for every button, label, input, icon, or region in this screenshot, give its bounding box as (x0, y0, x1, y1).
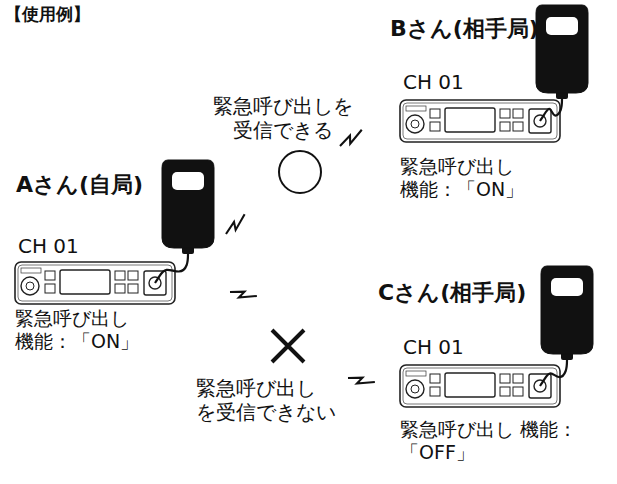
radio-b (400, 100, 560, 142)
microphone-b (536, 5, 588, 121)
microphone-c (540, 266, 593, 386)
radio-wave (229, 285, 256, 304)
mic-cord (540, 97, 562, 121)
station-name: Cさん(相手局) (378, 280, 598, 306)
microphone-a (155, 160, 214, 283)
title: 【使用例】 (5, 4, 155, 24)
function-state: 緊急呼び出し 機能：「OFF」 (400, 418, 590, 464)
result-note: 緊急呼び出し を受信できない (196, 376, 371, 424)
function-state: 緊急呼び出し 機能：「ON」 (15, 307, 190, 353)
station-name: Bさん(相手局) (390, 16, 610, 42)
mic-cord (540, 358, 567, 386)
ok-mark (279, 151, 321, 193)
station-name: Aさん(自局) (16, 172, 166, 198)
ng-mark (272, 330, 304, 362)
function-state: 緊急呼び出し 機能：「ON」 (400, 155, 575, 201)
result-note: 緊急呼び出しを 受信できる (200, 94, 365, 142)
radio-wave (222, 214, 249, 235)
channel-label: CH 01 (403, 335, 523, 359)
radio-wave (337, 130, 365, 147)
radio-c (400, 365, 560, 407)
radio-a (15, 262, 175, 304)
channel-label: CH 01 (18, 234, 138, 258)
mic-cord (155, 252, 188, 283)
radio-wave (347, 371, 374, 390)
channel-label: CH 01 (403, 70, 523, 94)
